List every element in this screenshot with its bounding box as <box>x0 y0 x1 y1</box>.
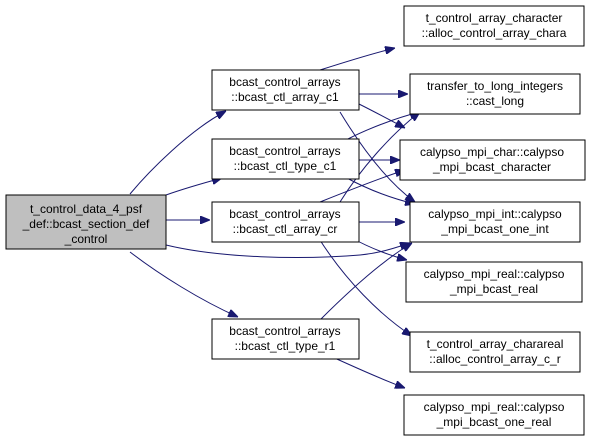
node-alloc-control-array-chara-line2: ::alloc_control_array_chara <box>422 26 567 40</box>
edge-array-cr-to-bcast-character <box>319 170 405 203</box>
node-bcast-real-line2: _mpi_bcast_real <box>449 282 538 296</box>
node-root-line1: t_control_data_4_psf <box>30 202 143 216</box>
node-bcast-real-line1: calypso_mpi_real::calypso <box>424 267 565 281</box>
node-bcast-one-int[interactable]: calypso_mpi_int::calypso _mpi_bcast_one_… <box>409 201 581 243</box>
edge-type-r1-to-bcast-one-real <box>329 355 405 388</box>
node-bcast-ctl-array-cr[interactable]: bcast_control_arrays ::bcast_ctl_array_c… <box>211 201 360 243</box>
node-alloc-control-array-c-r-line2: ::alloc_control_array_c_r <box>429 352 560 366</box>
node-bcast-one-int-line1: calypso_mpi_int::calypso <box>428 207 562 221</box>
node-root-line2: _def::bcast_section_def <box>22 217 150 231</box>
node-bcast-one-int-line2: _mpi_bcast_one_int <box>440 222 549 236</box>
edges <box>129 48 420 388</box>
node-bcast-ctl-array-c1-line1: bcast_control_arrays <box>229 75 340 89</box>
node-bcast-character-line1: calypso_mpi_char::calypso <box>420 145 564 159</box>
edge-type-c1-to-bcast-one-int <box>344 176 415 204</box>
node-cast-long[interactable]: transfer_to_long_integers ::cast_long <box>409 73 581 115</box>
node-alloc-control-array-c-r-line1: t_control_array_charareal <box>427 337 564 351</box>
edge-array-c1-to-bcast-one-int <box>339 111 415 202</box>
node-bcast-one-real[interactable]: calypso_mpi_real::calypso _mpi_bcast_one… <box>403 394 585 436</box>
edge-array-c1-to-bcast-character <box>358 103 405 128</box>
node-bcast-ctl-array-c1[interactable]: bcast_control_arrays ::bcast_ctl_array_c… <box>211 69 360 111</box>
node-bcast-one-real-line2: _mpi_bcast_one_real <box>436 415 552 429</box>
node-bcast-one-real-line1: calypso_mpi_real::calypso <box>424 400 565 414</box>
node-bcast-ctl-type-r1-line2: ::bcast_ctl_type_r1 <box>235 339 336 353</box>
edge-array-cr-to-alloc-c-r <box>317 236 412 336</box>
node-bcast-character[interactable]: calypso_mpi_char::calypso _mpi_bcast_cha… <box>399 139 586 181</box>
edge-root-to-ctl-type-c1 <box>165 178 222 196</box>
node-bcast-ctl-type-c1[interactable]: bcast_control_arrays ::bcast_ctl_type_c1 <box>211 138 360 180</box>
node-cast-long-line1: transfer_to_long_integers <box>427 79 563 93</box>
node-bcast-character-line2: _mpi_bcast_character <box>432 160 551 174</box>
node-alloc-control-array-chara[interactable]: t_control_array_character ::alloc_contro… <box>403 5 585 47</box>
node-alloc-control-array-c-r[interactable]: t_control_array_charareal ::alloc_contro… <box>409 331 581 373</box>
node-bcast-ctl-array-c1-line2: ::bcast_ctl_array_c1 <box>231 90 339 104</box>
node-cast-long-line2: ::cast_long <box>466 94 524 108</box>
node-bcast-real[interactable]: calypso_mpi_real::calypso _mpi_bcast_rea… <box>405 261 583 303</box>
node-root-line3: _control <box>64 232 108 246</box>
edge-type-r1-to-bcast-one-int <box>319 243 412 321</box>
node-bcast-ctl-type-c1-line1: bcast_control_arrays <box>229 144 340 158</box>
edge-root-to-bcast-one-int <box>165 243 410 258</box>
node-bcast-ctl-type-r1-line1: bcast_control_arrays <box>229 324 340 338</box>
edge-array-c1-to-alloc-chara <box>319 48 395 71</box>
node-bcast-ctl-array-cr-line1: bcast_control_arrays <box>229 207 340 221</box>
node-bcast-ctl-type-r1[interactable]: bcast_control_arrays ::bcast_ctl_type_r1 <box>211 318 360 360</box>
node-bcast-ctl-type-c1-line2: ::bcast_ctl_type_c1 <box>234 159 337 173</box>
edge-root-to-ctl-array-c1 <box>129 111 226 195</box>
node-root[interactable]: t_control_data_4_psf _def::bcast_section… <box>5 194 167 250</box>
edge-root-to-ctl-type-r1 <box>129 251 238 317</box>
node-bcast-ctl-array-cr-line2: ::bcast_ctl_array_cr <box>233 222 338 236</box>
node-alloc-control-array-chara-line1: t_control_array_character <box>426 11 563 25</box>
